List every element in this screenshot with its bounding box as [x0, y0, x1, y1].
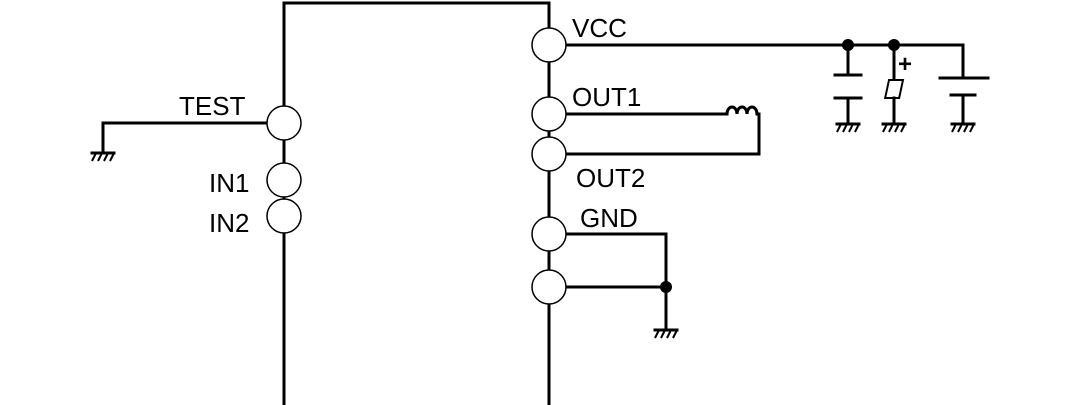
ic-body: [282, 1, 551, 405]
label-test: TEST: [179, 91, 246, 121]
coil-inductor: [725, 105, 759, 116]
pin-vcc: [531, 27, 567, 63]
pin-test: [266, 105, 302, 141]
gnd-net: [564, 232, 679, 339]
capacitor-electrolytic: +: [881, 43, 912, 133]
polarity-plus-label: +: [898, 51, 912, 78]
ground-symbol-test: [90, 151, 116, 162]
vcc-net: +: [564, 39, 990, 133]
ground-symbol-cap: [835, 122, 861, 133]
ground-symbol-ecap: [881, 122, 907, 133]
pin-out2: [531, 136, 567, 172]
label-out1: OUT1: [572, 82, 641, 112]
label-in2: IN2: [209, 208, 249, 238]
junction-gnd: [660, 281, 672, 293]
label-vcc: VCC: [572, 13, 627, 43]
label-gnd: GND: [580, 203, 638, 233]
pin-gnd-2: [531, 269, 567, 305]
motor-coil-net: [564, 105, 761, 156]
label-out2: OUT2: [576, 163, 645, 193]
pin-gnd: [531, 216, 567, 252]
battery-supply: [938, 43, 990, 133]
test-net: [90, 121, 269, 162]
ground-symbol-gnd: [653, 328, 679, 339]
ground-symbol-battery: [950, 122, 976, 133]
label-in1: IN1: [209, 168, 249, 198]
pin-in1: [266, 162, 302, 198]
pin-out1: [531, 96, 567, 132]
pin-labels: VCC OUT1 OUT2 GND TEST IN1 IN2: [179, 13, 645, 238]
capacitor-ceramic: [833, 43, 863, 133]
pin-in2: [266, 198, 302, 234]
pins: [266, 27, 567, 305]
